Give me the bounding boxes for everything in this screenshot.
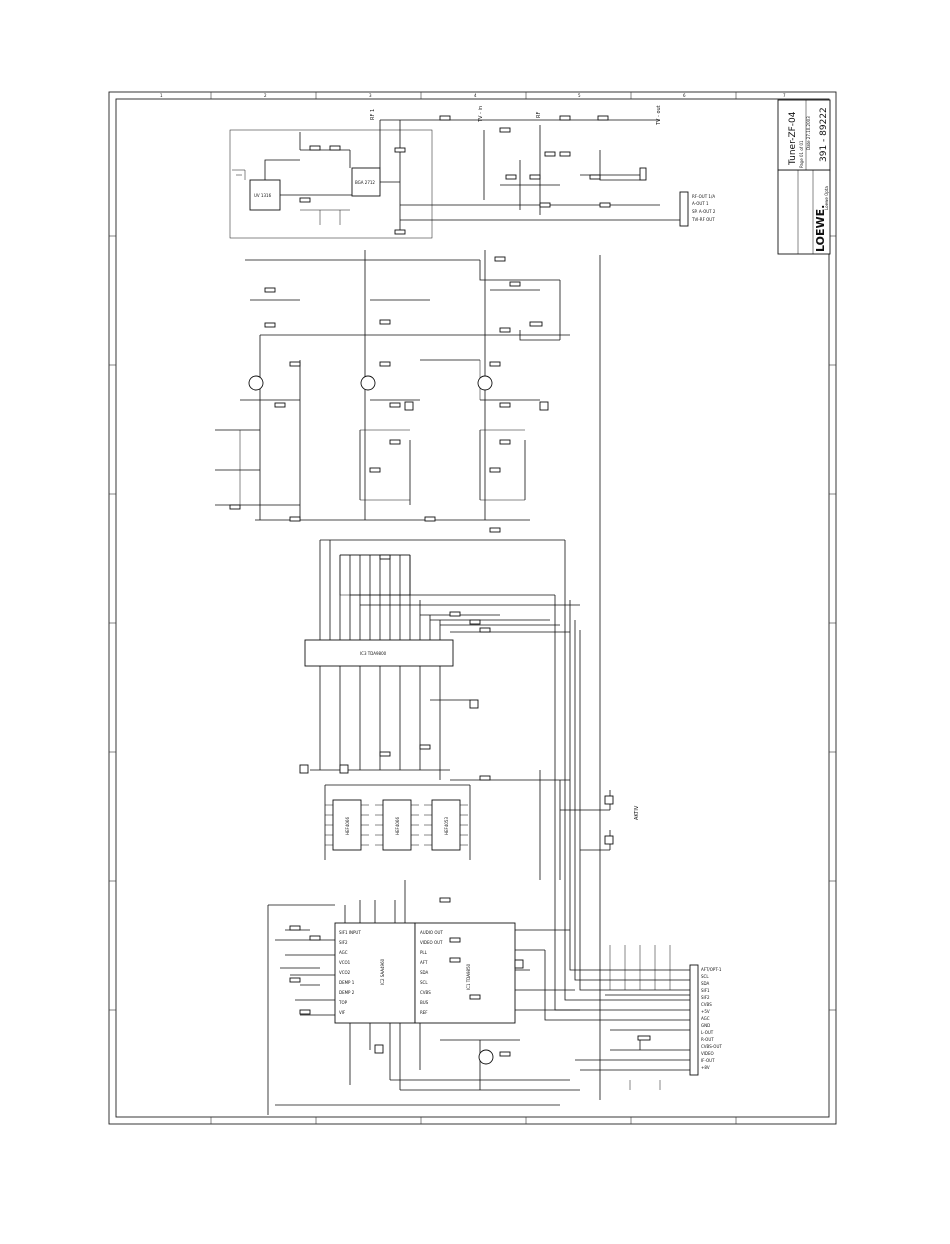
sheet-number: Page 01 of 01	[799, 140, 804, 168]
svg-text:VIDEO: VIDEO	[701, 1051, 714, 1056]
svg-text:BGA 2712: BGA 2712	[355, 180, 375, 185]
brand-logo: LOEWE.	[814, 205, 827, 252]
border-mark-6: 6	[683, 93, 686, 98]
ic-main-decoder	[334, 922, 416, 1024]
svg-text:SCL: SCL	[701, 974, 709, 979]
ic-switch-3	[431, 799, 461, 851]
ic-switch-2	[382, 799, 412, 851]
rf-input-label: RF 1	[370, 109, 376, 120]
svg-text:AGC: AGC	[339, 950, 348, 955]
svg-text:GND: GND	[701, 1023, 710, 1028]
svg-text:RF-OUT 1/A: RF-OUT 1/A	[692, 194, 715, 199]
border-mark-5: 5	[578, 93, 581, 98]
svg-text:R-OUT: R-OUT	[701, 1037, 714, 1042]
svg-text:AGC: AGC	[701, 1016, 710, 1021]
frame-inner	[115, 98, 830, 1118]
if-filter-section	[215, 229, 570, 533]
svg-text:SDA: SDA	[701, 981, 710, 986]
rf-out-label: RF	[536, 112, 542, 118]
svg-text:IC3 TDA9800: IC3 TDA9800	[360, 651, 387, 656]
aktiv-label: AKTIV	[634, 805, 640, 820]
border-mark-3: 3	[369, 93, 372, 98]
output-transistor	[478, 1049, 494, 1065]
border-marks-bottom	[210, 1117, 737, 1124]
document-number: 391 - 89222	[819, 107, 829, 162]
drawing-date: Date 27.10.2003	[806, 116, 811, 150]
ic-audio-processor	[414, 922, 516, 1024]
svg-text:HEF4053: HEF4053	[444, 817, 449, 835]
svg-text:CVBS-OUT: CVBS-OUT	[701, 1044, 722, 1049]
switch-ic-group: HEF4066 HEF4066 HEF4053 AKTIV	[324, 770, 640, 880]
tv-in-label: TV - in	[478, 106, 484, 123]
svg-text:PLL: PLL	[420, 950, 428, 955]
connector-main-io	[689, 964, 699, 1076]
tv-out-label: TV - out	[656, 105, 662, 126]
rf-input-section: UV 1316 BGA 2712 RF 1 TV - in RF TV - ou…	[229, 105, 716, 239]
svg-text:SCL: SCL	[420, 980, 428, 985]
svg-text:SIF1: SIF1	[701, 988, 710, 993]
title-block: Tuner-ZF-04 391 - 89222 Page 01 of 01 Da…	[777, 99, 831, 255]
connector-rf-out	[679, 191, 689, 227]
svg-text:VIDEO OUT: VIDEO OUT	[420, 940, 443, 945]
svg-text:IC1 TDA9850: IC1 TDA9850	[466, 963, 471, 990]
border-mark-7: 7	[783, 93, 786, 98]
transistor-stage-1	[248, 375, 264, 391]
svg-text:IC2 SAA4960: IC2 SAA4960	[380, 958, 385, 985]
svg-text:AFT: AFT	[420, 960, 428, 965]
svg-text:DEMP 1: DEMP 1	[339, 980, 355, 985]
svg-text:REF: REF	[420, 1010, 428, 1015]
tuner-module	[249, 179, 281, 211]
svg-text:HEF4066: HEF4066	[395, 817, 400, 835]
border-mark-4: 4	[474, 93, 477, 98]
svg-text:SIF1 INPUT: SIF1 INPUT	[339, 930, 361, 935]
svg-text:SP. A-OUT 2: SP. A-OUT 2	[692, 209, 716, 214]
svg-text:VCO1: VCO1	[339, 960, 351, 965]
company-name: Loewe Opta	[824, 186, 829, 210]
transistor-stage-2	[360, 375, 376, 391]
ic-if-demodulator	[304, 639, 454, 667]
svg-text:CVBS: CVBS	[420, 990, 431, 995]
svg-text:+8V: +8V	[701, 1065, 710, 1070]
svg-text:BUS: BUS	[420, 1000, 429, 1005]
svg-text:SDA: SDA	[420, 970, 429, 975]
svg-text:VIF: VIF	[339, 1010, 346, 1015]
svg-text:DEMP 2: DEMP 2	[339, 990, 355, 995]
main-decoder-section: IC2 SAA4960 IC1 TDA9850 SIF1 INPUT SIF2 …	[267, 255, 722, 1115]
transistor-stage-3	[477, 375, 493, 391]
svg-text:IF-OUT: IF-OUT	[701, 1058, 715, 1063]
svg-text:A-OUT 1: A-OUT 1	[692, 201, 709, 206]
svg-text:TOP: TOP	[338, 1000, 348, 1005]
border-marks-top: 1 2 3 4 5 6 7	[160, 92, 786, 99]
svg-text:AUDIO OUT: AUDIO OUT	[420, 930, 443, 935]
svg-text:+5V: +5V	[701, 1009, 710, 1014]
if-demodulator-block: IC3 TDA9800	[299, 539, 580, 781]
svg-text:L-OUT: L-OUT	[701, 1030, 714, 1035]
svg-text:TVI-RF OUT: TVI-RF OUT	[691, 217, 715, 222]
svg-text:UV 1316: UV 1316	[254, 193, 272, 198]
border-mark-2: 2	[264, 93, 267, 98]
svg-text:CVBS: CVBS	[701, 1002, 712, 1007]
svg-text:HEF4066: HEF4066	[345, 817, 350, 835]
frame-outer	[108, 91, 837, 1125]
svg-text:SIF2: SIF2	[701, 995, 710, 1000]
svg-text:SIF2: SIF2	[339, 940, 348, 945]
svg-text:VCO2: VCO2	[339, 970, 351, 975]
svg-text:AFT/OPT-1: AFT/OPT-1	[701, 967, 722, 972]
border-mark-1: 1	[160, 93, 163, 98]
drawing-title: Tuner-ZF-04	[788, 111, 798, 166]
